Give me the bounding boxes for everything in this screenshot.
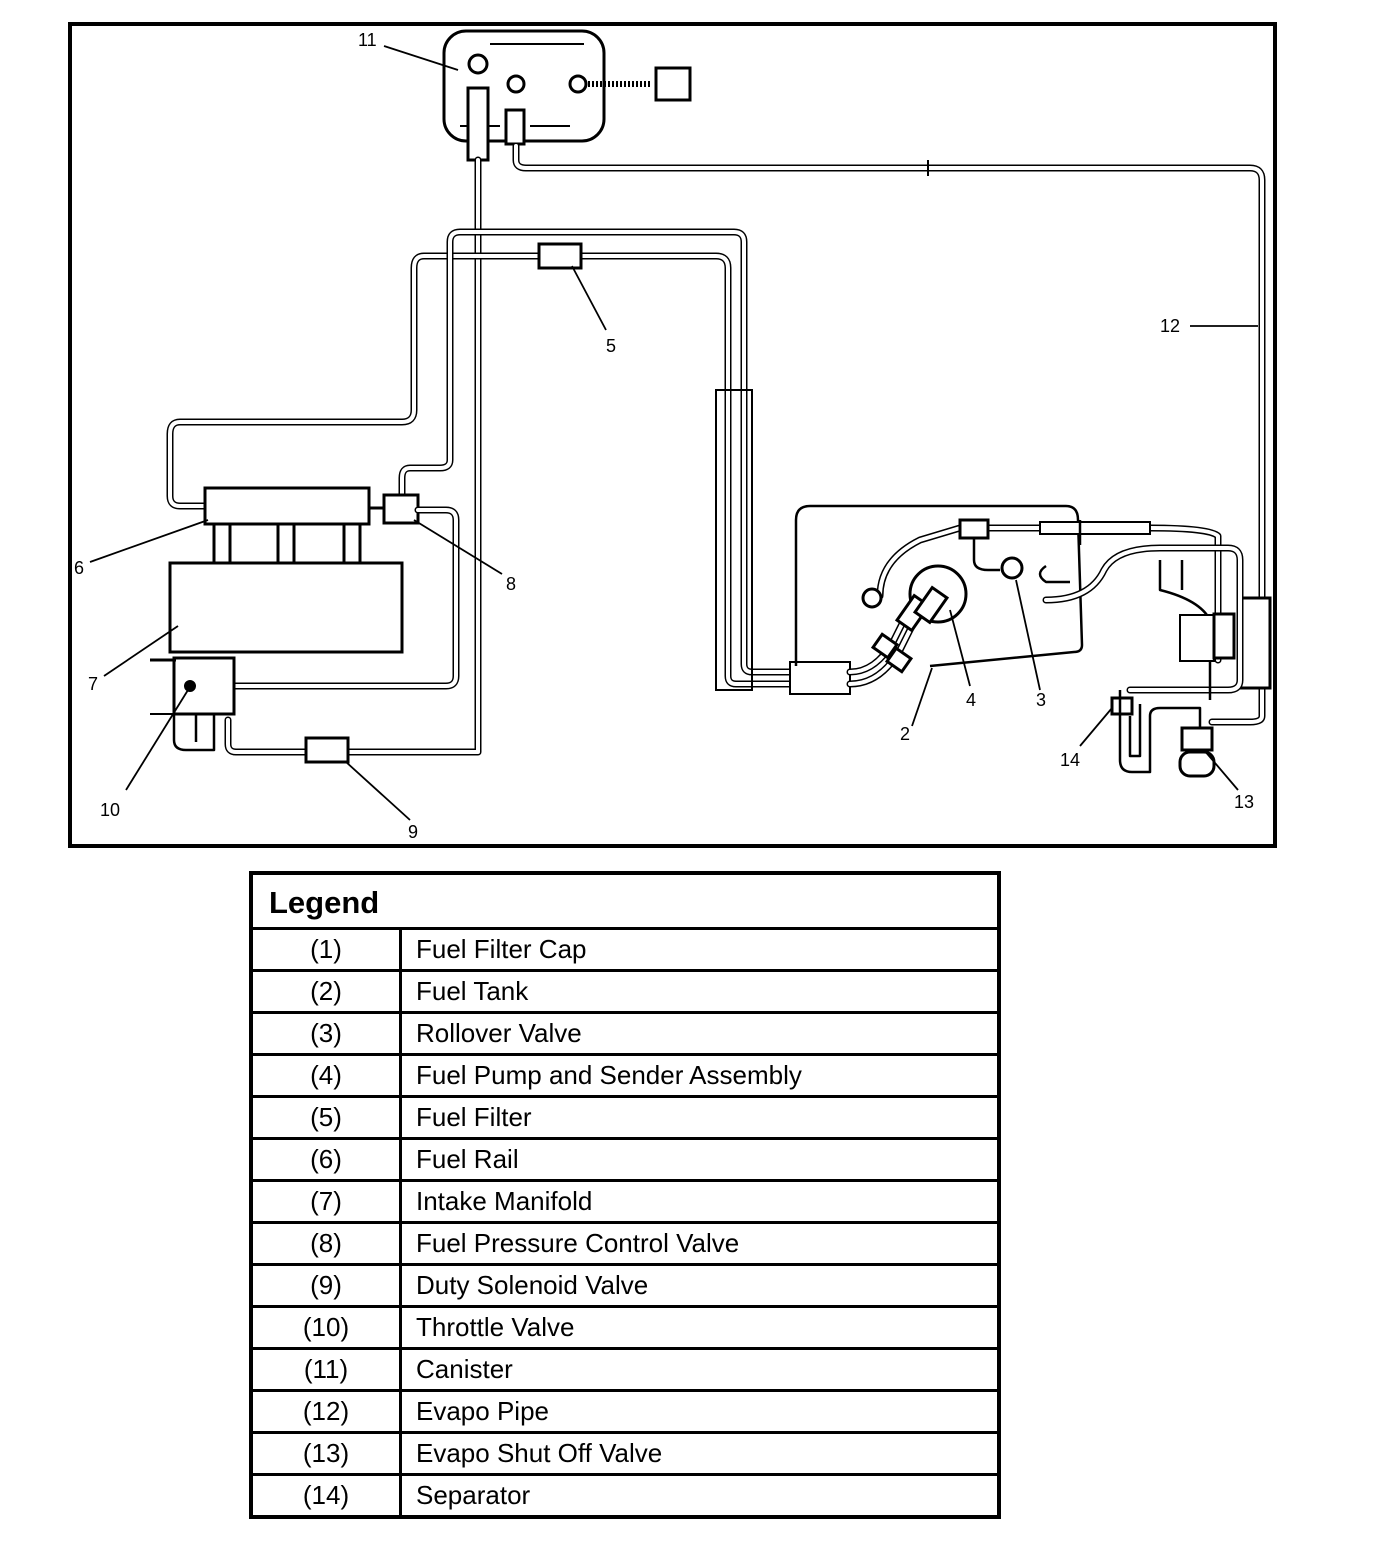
legend-title: Legend — [251, 873, 999, 930]
callout-11: 11 — [358, 30, 377, 50]
legend-row: (11)Canister — [251, 1347, 999, 1391]
legend-description: Canister — [400, 1347, 999, 1391]
callout-10: 10 — [100, 800, 120, 820]
fuel-system-diagram: 11 5 12 6 8 7 10 9 4 3 2 14 13 — [68, 22, 1277, 848]
legend-row: (14)Separator — [251, 1473, 999, 1517]
callout-7: 7 — [88, 674, 98, 694]
legend-description: Intake Manifold — [400, 1179, 999, 1223]
fuel-pressure-control-valve — [382, 493, 420, 525]
engine-assembly — [150, 486, 460, 752]
legend-description: Fuel Pressure Control Valve — [400, 1221, 999, 1265]
legend-table: Legend (1)Fuel Filter Cap (2)Fuel Tank (… — [249, 871, 1001, 1519]
legend-row: (3)Rollover Valve — [251, 1011, 999, 1055]
legend-number: (12) — [251, 1389, 402, 1433]
callout-5: 5 — [606, 336, 616, 356]
callout-13: 13 — [1234, 792, 1254, 812]
callout-14: 14 — [1060, 750, 1080, 770]
callout-labels: 11 5 12 6 8 7 10 9 4 3 2 14 13 — [74, 30, 1254, 842]
legend-number: (7) — [251, 1179, 402, 1223]
legend-row: (13)Evapo Shut Off Valve — [251, 1431, 999, 1475]
fuel-rail — [203, 486, 371, 526]
legend-number: (1) — [251, 927, 402, 971]
legend-description: Fuel Tank — [400, 969, 999, 1013]
callout-12: 12 — [1160, 316, 1180, 336]
throttle-body — [172, 656, 236, 716]
evapo-pipe — [512, 142, 1272, 726]
canister — [442, 29, 692, 162]
legend-number: (2) — [251, 969, 402, 1013]
duty-solenoid-valve — [304, 736, 350, 764]
legend-description: Duty Solenoid Valve — [400, 1263, 999, 1307]
callout-2: 2 — [900, 724, 910, 744]
legend-number: (3) — [251, 1011, 402, 1055]
legend-description: Evapo Shut Off Valve — [400, 1431, 999, 1475]
legend-description: Fuel Filter — [400, 1095, 999, 1139]
legend-description: Fuel Rail — [400, 1137, 999, 1181]
fuel-filter — [537, 242, 583, 270]
fuel-lines — [166, 228, 851, 695]
legend-description: Fuel Pump and Sender Assembly — [400, 1053, 999, 1097]
diagram-frame — [68, 22, 1277, 848]
intake-manifold — [168, 561, 404, 654]
legend-number: (4) — [251, 1053, 402, 1097]
legend-description: Evapo Pipe — [400, 1389, 999, 1433]
callout-3: 3 — [1036, 690, 1046, 710]
legend-row: (12)Evapo Pipe — [251, 1389, 999, 1433]
purge-line — [224, 156, 482, 756]
legend-row: (4)Fuel Pump and Sender Assembly — [251, 1053, 999, 1097]
legend-number: (5) — [251, 1095, 402, 1139]
legend-description: Separator — [400, 1473, 999, 1517]
legend-number: (6) — [251, 1137, 402, 1181]
legend-number: (8) — [251, 1221, 402, 1265]
legend-number: (9) — [251, 1263, 402, 1307]
rollover-valve — [1000, 556, 1024, 580]
separator — [1110, 696, 1134, 716]
legend-description: Rollover Valve — [400, 1011, 999, 1055]
leader-lines — [89, 45, 1258, 821]
legend-row: (6)Fuel Rail — [251, 1137, 999, 1181]
legend-description: Throttle Valve — [400, 1305, 999, 1349]
legend-number: (13) — [251, 1431, 402, 1475]
legend-row: (5)Fuel Filter — [251, 1095, 999, 1139]
legend-number: (14) — [251, 1473, 402, 1517]
legend-number: (10) — [251, 1305, 402, 1349]
legend-number: (11) — [251, 1347, 402, 1391]
callout-9: 9 — [408, 822, 418, 842]
legend-row: (2)Fuel Tank — [251, 969, 999, 1013]
evapo-shut-off-valve — [1180, 726, 1214, 752]
legend-row: (10)Throttle Valve — [251, 1305, 999, 1349]
callout-6: 6 — [74, 558, 84, 578]
legend-description: Fuel Filter Cap — [400, 927, 999, 971]
legend-row: (9)Duty Solenoid Valve — [251, 1263, 999, 1307]
legend-row: (8)Fuel Pressure Control Valve — [251, 1221, 999, 1265]
throttle-valve — [184, 680, 196, 692]
callout-8: 8 — [506, 574, 516, 594]
fuel-tank-assembly — [794, 504, 1244, 778]
callout-4: 4 — [966, 690, 976, 710]
legend-row: (1)Fuel Filter Cap — [251, 927, 999, 971]
legend-row: (7)Intake Manifold — [251, 1179, 999, 1223]
